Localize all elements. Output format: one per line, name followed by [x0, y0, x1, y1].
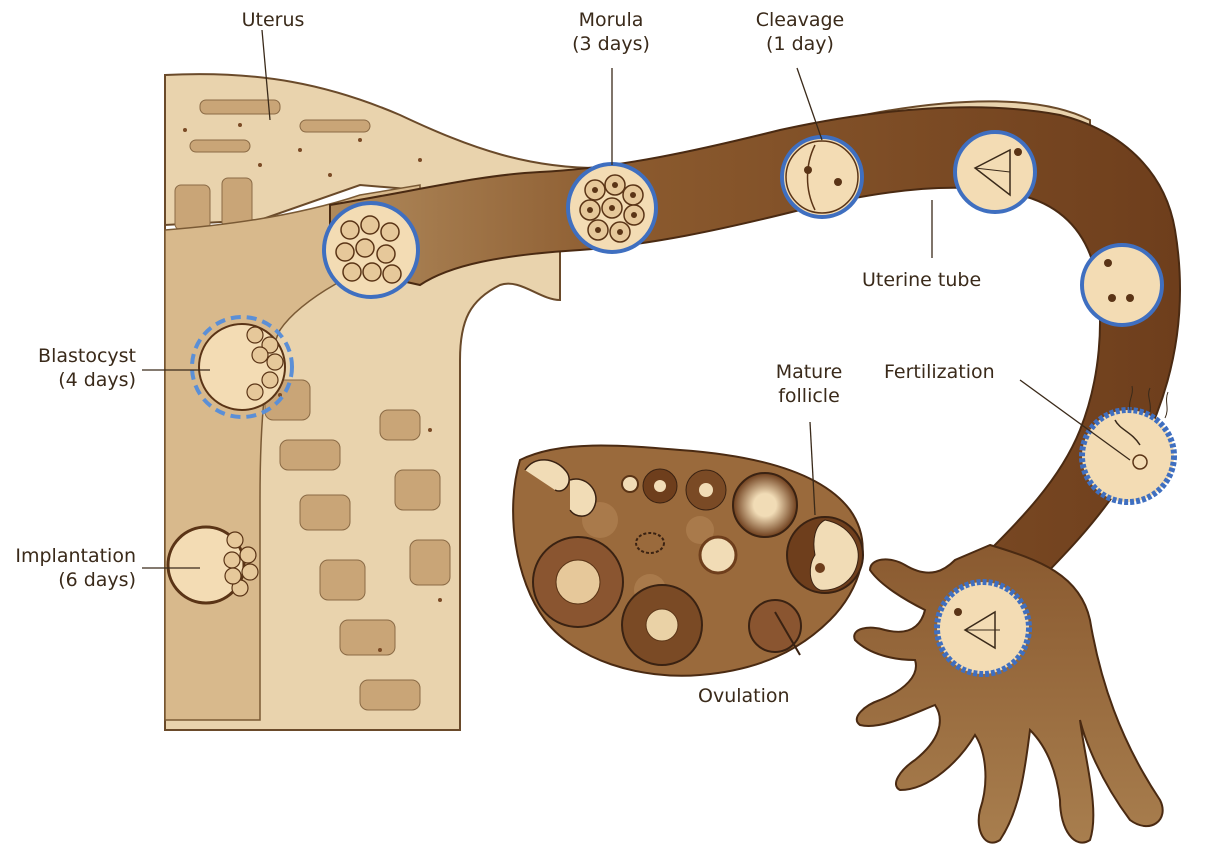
label-implantation: Implantation (6 days) — [4, 544, 136, 592]
label-ovulation: Ovulation — [698, 684, 818, 708]
embryo-spindle — [955, 132, 1035, 212]
label-blastocyst: Blastocyst (4 days) — [8, 344, 136, 392]
label-mature-follicle: Mature follicle — [754, 360, 864, 408]
oocyte-fimbriae — [937, 582, 1029, 674]
implantation-text: Implantation — [4, 544, 136, 568]
uterus-text: Uterus — [218, 8, 328, 32]
uterine-tube-text: Uterine tube — [862, 268, 1002, 292]
embryo-pronuclei — [1082, 245, 1162, 325]
label-uterus: Uterus — [218, 8, 328, 32]
label-cleavage: Cleavage (1 day) — [740, 8, 860, 56]
secondary-follicle — [733, 473, 797, 537]
follicle-text: follicle — [754, 384, 864, 408]
morula-text: Morula — [556, 8, 666, 32]
embryo-blastocyst — [192, 317, 292, 417]
mature-text: Mature — [754, 360, 864, 384]
primary-follicle — [622, 476, 638, 492]
morula-days-text: (3 days) — [556, 32, 666, 56]
embryo-early-blastocyst — [324, 203, 418, 297]
label-fertilization: Fertilization — [884, 360, 1024, 384]
blastocyst-text: Blastocyst — [8, 344, 136, 368]
ovulation-text: Ovulation — [698, 684, 818, 708]
cleavage-days-text: (1 day) — [740, 32, 860, 56]
fertilization-text: Fertilization — [884, 360, 1024, 384]
cleavage-text: Cleavage — [740, 8, 860, 32]
blastocyst-days-text: (4 days) — [8, 368, 136, 392]
embryo-two-cell — [782, 137, 862, 217]
label-morula: Morula (3 days) — [556, 8, 666, 56]
ovary — [513, 446, 863, 676]
label-uterine-tube: Uterine tube — [862, 268, 1002, 292]
implantation-days-text: (6 days) — [4, 568, 136, 592]
embryo-morula — [568, 164, 656, 252]
